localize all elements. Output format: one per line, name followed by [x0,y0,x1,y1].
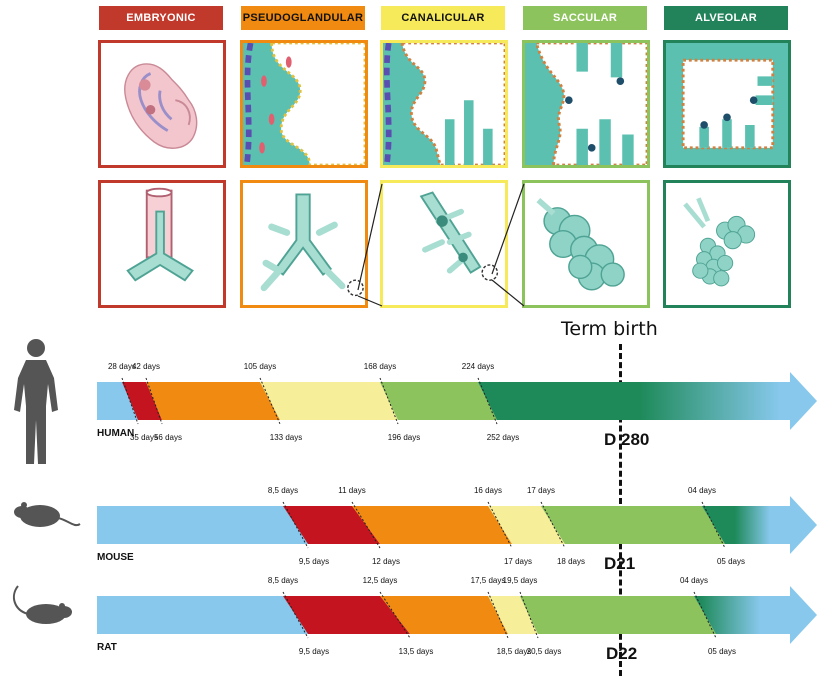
timeline-start-label: 19,5 days [503,576,538,585]
timeline-start-label: 224 days [462,362,494,371]
term-day-label-human: D 280 [604,430,649,450]
timeline-end-label: 18 days [557,557,585,566]
species-label-rat: RAT [97,642,117,653]
timeline-end-label: 20,5 days [527,647,562,656]
timeline-start-label: 12,5 days [363,576,398,585]
species-label-human: HUMAN [97,428,134,439]
timeline-end-label: 56 days [154,433,182,442]
stage-band-saccular [541,506,725,544]
magnification-connectors [0,0,819,320]
timeline-start-label: 8,5 days [268,486,298,495]
timeline-start-label: 11 days [338,486,365,495]
timeline-start-label: 17 days [527,486,555,495]
timeline-end-label: 252 days [487,433,519,442]
timeline-start-label: 42 days [132,362,160,371]
timeline-end-label: 05 days [708,647,736,656]
term-birth-label: Term birth [561,318,658,340]
timeline-end-label: 133 days [270,433,302,442]
stage-band-saccular [520,596,716,634]
timeline-start-label: 168 days [364,362,396,371]
timeline-start-label: 16 days [474,486,502,495]
stage-band-pseudoglandular [352,506,512,544]
timeline-mouse [0,495,819,555]
timeline-end-label: 12 days [372,557,400,566]
stage-band-pseudoglandular [146,382,280,420]
timeline-end-label: 05 days [717,557,745,566]
stage-band-alveolar [478,382,790,420]
timeline-end-label: 13,5 days [399,647,434,656]
timeline-human [0,371,819,431]
timeline-end-label: 17 days [504,557,532,566]
stage-band-canalicular [260,382,398,420]
timeline-start-label: 17,5 days [471,576,506,585]
timeline-rat [0,585,819,645]
term-day-label-mouse: D21 [604,554,635,574]
timeline-start-label: 04 days [688,486,716,495]
timeline-start-label: 105 days [244,362,276,371]
stage-band-saccular [380,382,497,420]
timeline-end-label: 196 days [388,433,420,442]
timeline-start-label: 04 days [680,576,708,585]
term-day-label-rat: D22 [606,644,637,664]
timeline-end-label: 9,5 days [299,557,329,566]
timeline-end-label: 9,5 days [299,647,329,656]
species-label-mouse: MOUSE [97,552,134,563]
timeline-start-label: 8,5 days [268,576,298,585]
